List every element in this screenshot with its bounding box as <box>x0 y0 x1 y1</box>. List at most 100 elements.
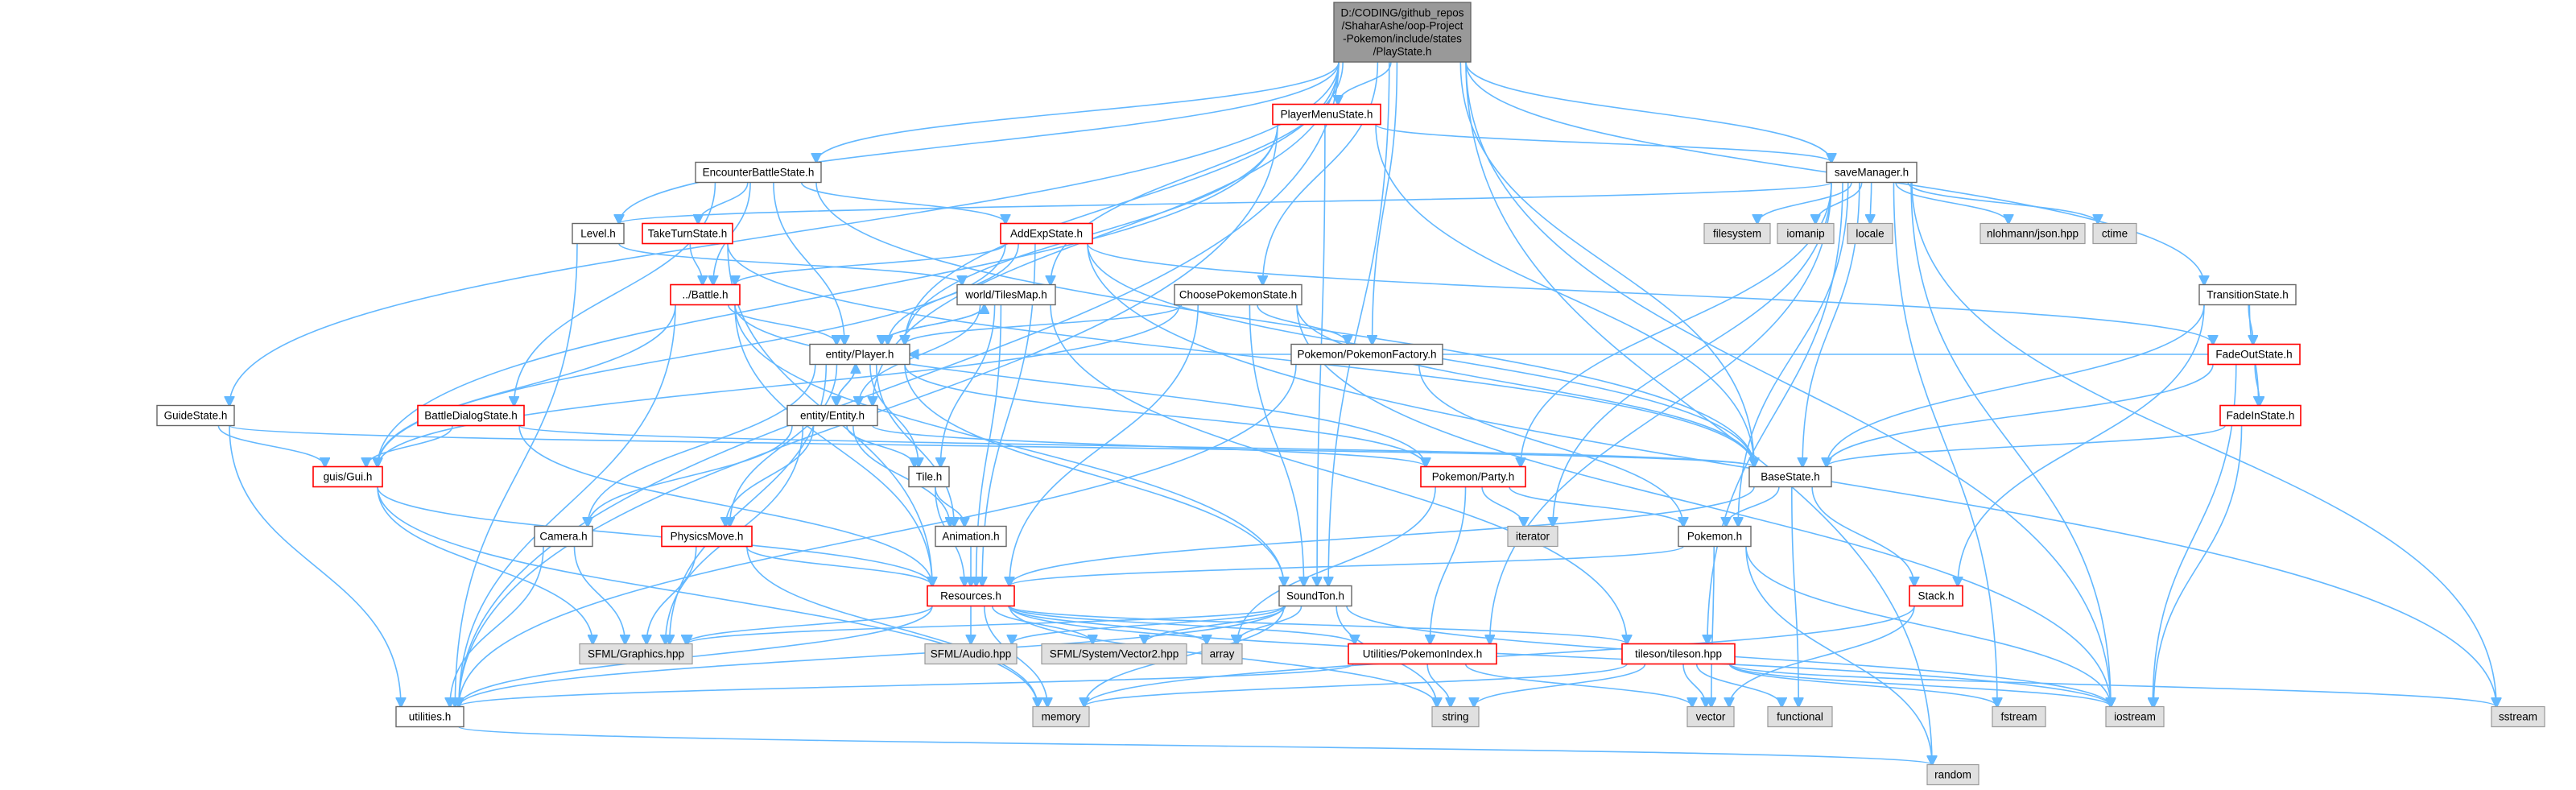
node-saveManager[interactable]: saveManager.h <box>1826 161 1918 184</box>
node-TransitionState[interactable]: TransitionState.h <box>2198 283 2297 306</box>
edge-TakeTurnState-to-BaseState <box>727 243 1754 467</box>
edge-AddExpState-to-FadeOutState <box>1087 243 2213 345</box>
edge-Resources-to-utilities <box>459 606 933 707</box>
node-Camera[interactable]: Camera.h <box>534 525 593 548</box>
node-box <box>1507 525 1558 548</box>
edge-Resources-to-PokemonIndex <box>1009 605 1355 644</box>
node-Resources[interactable]: Resources.h <box>927 585 1015 607</box>
node-random[interactable]: random <box>1926 763 1979 786</box>
node-SFMLAudio[interactable]: SFML/Audio.hpp <box>924 643 1018 665</box>
node-sstream[interactable]: sstream <box>2491 705 2545 728</box>
node-label: iterator <box>1516 531 1550 543</box>
node-SFMLGraphics[interactable]: SFML/Graphics.hpp <box>579 643 693 665</box>
node-functional[interactable]: functional <box>1767 705 1833 728</box>
node-label: fstream <box>2000 711 2037 723</box>
node-box <box>670 283 741 306</box>
node-Entity[interactable]: entity/Entity.h <box>786 404 878 427</box>
edge-saveManager-to-iostream <box>1910 182 2111 707</box>
node-Stack[interactable]: Stack.h <box>1909 585 1963 607</box>
edge-TransitionState-to-Stack <box>1958 304 2205 586</box>
node-PokemonFactory[interactable]: Pokemon/PokemonFactory.h <box>1290 343 1443 366</box>
edge-BaseState-to-Stack <box>1811 486 1914 586</box>
node-AddExpState[interactable]: AddExpState.h <box>1000 222 1093 245</box>
node-PhysicsMove[interactable]: PhysicsMove.h <box>661 525 753 548</box>
node-Pokemon[interactable]: Pokemon.h <box>1678 525 1752 548</box>
node-Battle[interactable]: ../Battle.h <box>670 283 741 306</box>
edge-Player-to-Camera <box>588 364 816 527</box>
node-label: memory <box>1042 711 1081 723</box>
node-label: ctime <box>2102 228 2128 240</box>
node-SFMLVector2[interactable]: SFML/System/Vector2.hpp <box>1041 643 1187 665</box>
edge-GuideState-to-BaseState <box>229 424 1754 467</box>
edge-FadeInState-to-BaseState <box>1827 424 2226 467</box>
edge-PokemonIndex-to-string <box>1426 664 1451 707</box>
node-iterator[interactable]: iterator <box>1507 525 1558 548</box>
node-box <box>1777 222 1835 245</box>
edge-tileson-to-functional <box>1695 664 1782 707</box>
node-PlayerMenuState[interactable]: PlayerMenuState.h <box>1272 103 1381 126</box>
node-locale[interactable]: locale <box>1847 222 1893 245</box>
node-label: SFML/System/Vector2.hpp <box>1050 648 1179 660</box>
node-filesystem[interactable]: filesystem <box>1703 222 1771 245</box>
edge-AddExpState-to-Gui <box>378 243 1006 467</box>
node-TakeTurnState[interactable]: TakeTurnState.h <box>642 222 733 245</box>
node-label: GuideState.h <box>164 410 228 422</box>
node-tileson[interactable]: tileson/tileson.hpp <box>1621 643 1736 665</box>
node-fstream[interactable]: fstream <box>1992 705 2046 728</box>
edge-FadeInState-to-iostream <box>2153 425 2243 707</box>
node-SoundTon[interactable]: SoundTon.h <box>1278 585 1352 607</box>
node-Party[interactable]: Pokemon/Party.h <box>1420 465 1526 488</box>
edge-Player-to-Tile <box>869 364 919 467</box>
node-utilities[interactable]: utilities.h <box>395 705 464 728</box>
node-label: FadeOutState.h <box>2215 349 2292 361</box>
node-label: SFML/Audio.hpp <box>931 648 1012 660</box>
edge-Resources-to-SFMLGraphics <box>686 606 933 644</box>
edge-Party-to-iterator <box>1481 486 1524 527</box>
node-label: EncounterBattleState.h <box>703 167 815 179</box>
edge-EncounterBattleState-to-AddExpState <box>800 182 1005 224</box>
node-Player[interactable]: entity/Player.h <box>809 343 910 366</box>
edge-PokemonFactory-to-Pokemon <box>1418 364 1683 527</box>
node-Gui[interactable]: guis/Gui.h <box>312 465 383 488</box>
node-vector[interactable]: vector <box>1686 705 1735 728</box>
node-label: saveManager.h <box>1835 167 1909 179</box>
edge-Entity-to-Party <box>872 424 1426 467</box>
node-PokemonIndex[interactable]: Utilities/PokemonIndex.h <box>1348 643 1497 665</box>
edge-PhysicsMove-to-Resources <box>745 546 932 586</box>
node-Animation[interactable]: Animation.h <box>935 525 1007 548</box>
node-FadeInState[interactable]: FadeInState.h <box>2219 404 2301 427</box>
node-string[interactable]: string <box>1431 705 1480 728</box>
node-label: entity/Entity.h <box>800 410 865 422</box>
node-root[interactable]: D:/CODING/github_repos/ShaharAshe/oop-Pr… <box>1333 2 1472 63</box>
node-label: locale <box>1856 228 1884 240</box>
node-ChoosePokemonState[interactable]: ChoosePokemonState.h <box>1174 283 1302 306</box>
node-TilesMap[interactable]: world/TilesMap.h <box>956 283 1056 306</box>
node-memory[interactable]: memory <box>1032 705 1090 728</box>
node-array[interactable]: array <box>1201 643 1243 665</box>
node-label: Tile.h <box>916 471 943 483</box>
node-FadeOutState[interactable]: FadeOutState.h <box>2207 343 2301 366</box>
edge-root-to-utilities <box>459 61 1340 707</box>
node-Tile[interactable]: Tile.h <box>908 465 950 488</box>
node-BaseState[interactable]: BaseState.h <box>1748 465 1832 488</box>
edge-Resources-to-iostream <box>1009 606 2111 707</box>
node-iomanip[interactable]: iomanip <box>1777 222 1835 245</box>
node-box <box>1348 643 1497 665</box>
edge-tileson-to-string <box>1474 664 1646 707</box>
node-GuideState[interactable]: GuideState.h <box>156 404 235 427</box>
node-box <box>2105 705 2165 728</box>
edge-Battle-to-SoundTon <box>734 304 1284 586</box>
edge-root-to-PlayerMenuState <box>1338 61 1392 105</box>
node-label: ../Battle.h <box>682 289 728 301</box>
node-Level[interactable]: Level.h <box>572 222 625 245</box>
node-box <box>579 643 693 665</box>
edge-Entity-to-PhysicsMove <box>725 425 815 527</box>
node-EncounterBattleState[interactable]: EncounterBattleState.h <box>695 161 822 184</box>
edge-ChoosePokemonState-to-Player <box>905 304 1183 345</box>
node-ctime[interactable]: ctime <box>2092 222 2137 245</box>
node-box <box>2207 343 2301 366</box>
node-BattleDialogState[interactable]: BattleDialogState.h <box>417 404 525 427</box>
edge-BattleDialogState-to-Gui <box>366 425 453 467</box>
node-json[interactable]: nlohmann/json.hpp <box>1979 222 2086 245</box>
node-iostream[interactable]: iostream <box>2105 705 2165 728</box>
